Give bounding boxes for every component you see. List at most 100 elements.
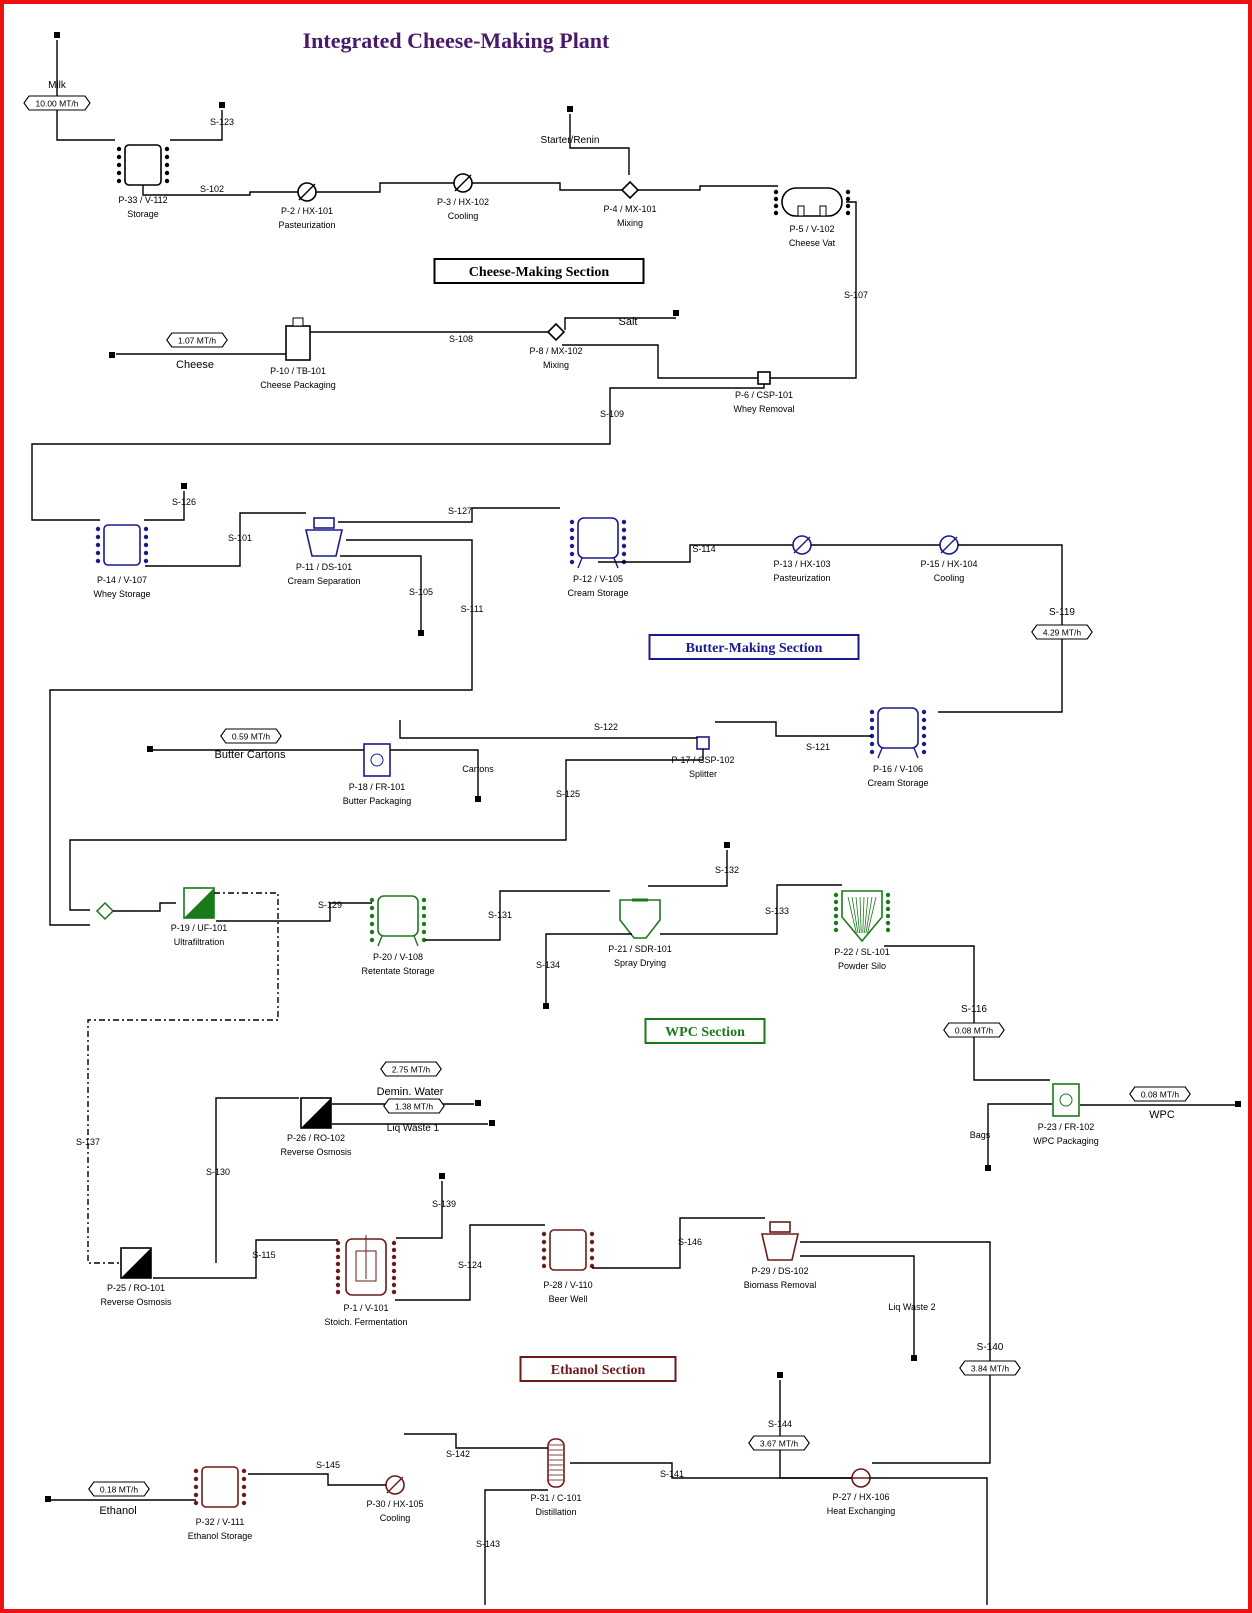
- terminal-icon: [439, 1173, 445, 1179]
- product-label: Ethanol: [99, 1505, 136, 1517]
- unit-filler-icon[interactable]: [363, 743, 391, 777]
- unit-id: P-32 / V-111: [196, 1517, 245, 1527]
- product-label: Demin. Water: [377, 1086, 444, 1098]
- section-label: Butter-Making Section: [686, 641, 823, 656]
- unit-membrane-icon[interactable]: [183, 887, 215, 919]
- flow-tag-text: 2.75 MT/h: [392, 1065, 431, 1075]
- unit-name: Pasteurization: [773, 573, 830, 583]
- stream-label: S-109: [600, 409, 624, 419]
- unit-name: Reverse Osmosis: [100, 1297, 172, 1307]
- product-flow-tag: 0.18 MT/h: [88, 1481, 150, 1497]
- unit-membrane-icon[interactable]: [120, 1247, 152, 1279]
- unit-name: Pasteurization: [278, 220, 335, 230]
- milk-flow-tag: 10.00 MT/h: [23, 95, 91, 111]
- unit-hx-icon[interactable]: [297, 182, 317, 202]
- section-box: [433, 258, 645, 284]
- flow-tag-text: 0.08 MT/h: [1141, 1090, 1180, 1100]
- unit-tank-icon[interactable]: [124, 144, 162, 186]
- terminal-icon: [475, 1100, 481, 1106]
- stream-label: S-119: [1049, 607, 1075, 618]
- stream-line: [69, 749, 704, 911]
- stream-line: [145, 512, 306, 567]
- stream-label: S-116: [961, 1004, 987, 1015]
- stream-label: S-131: [488, 910, 512, 920]
- stream-label: S-127: [448, 506, 472, 516]
- stream-line: [395, 1224, 545, 1301]
- unit-mixer-icon[interactable]: [620, 180, 640, 200]
- flow-tag-text: 0.08 MT/h: [955, 1026, 994, 1036]
- unit-centrifuge-icon[interactable]: [760, 1221, 800, 1261]
- product-label: Liq Waste 1: [387, 1123, 440, 1134]
- unit-name: Powder Silo: [838, 961, 886, 971]
- unit-name: Cream Storage: [867, 778, 928, 788]
- unit-tank-icon[interactable]: [549, 1229, 587, 1271]
- unit-silo-icon[interactable]: [841, 890, 883, 943]
- stream-label: S-115: [252, 1250, 275, 1260]
- unit-id: P-12 / V-105: [573, 574, 623, 584]
- unit-name: Mixing: [617, 218, 643, 228]
- unit-id: P-29 / DS-102: [751, 1266, 808, 1276]
- unit-mixer-icon[interactable]: [546, 322, 566, 342]
- s116-flow-tag: 0.08 MT/h: [943, 1022, 1005, 1038]
- stream-line: [49, 539, 473, 926]
- unit-name: Spray Drying: [614, 958, 666, 968]
- stream-line: [425, 890, 610, 941]
- stream-label: S-143: [476, 1539, 500, 1549]
- stream-line: [216, 902, 372, 922]
- stream-line: [638, 185, 778, 191]
- stream-line: [87, 892, 279, 1264]
- unit-dryer-icon[interactable]: [619, 898, 661, 939]
- unit-hx-icon[interactable]: [792, 535, 812, 555]
- unit-name: Cooling: [448, 211, 479, 221]
- stream-label: S-107: [844, 290, 868, 300]
- unit-filler-icon[interactable]: [1052, 1083, 1080, 1117]
- unit-name: Biomass Removal: [744, 1280, 817, 1290]
- unit-tankleg-icon[interactable]: [877, 707, 919, 759]
- unit-membrane-icon[interactable]: [300, 1097, 332, 1129]
- unit-hx-icon[interactable]: [453, 173, 473, 193]
- unit-vat-icon[interactable]: [781, 187, 843, 217]
- unit-packager-icon[interactable]: [285, 317, 311, 361]
- product-label: Butter Cartons: [215, 749, 286, 761]
- unit-centrifuge-icon[interactable]: [304, 517, 344, 557]
- flow-tag-text: 4.29 MT/h: [1043, 628, 1082, 638]
- feed-label: Salt: [619, 316, 638, 328]
- stream-label: S-124: [458, 1260, 482, 1270]
- unit-tank-icon[interactable]: [103, 524, 141, 566]
- unit-name: Ultrafiltration: [174, 937, 225, 947]
- flow-tag-text: 1.38 MT/h: [395, 1102, 434, 1112]
- unit-hx-icon[interactable]: [385, 1475, 405, 1495]
- unit-id: P-14 / V-107: [97, 575, 147, 585]
- unit-hx-icon[interactable]: [939, 535, 959, 555]
- unit-name: Retentate Storage: [361, 966, 434, 976]
- unit-tankleg-icon[interactable]: [377, 895, 419, 947]
- stream-label: S-122: [594, 722, 618, 732]
- unit-tank-icon[interactable]: [201, 1466, 239, 1508]
- stream-line: [770, 201, 857, 379]
- stream-line: [215, 1097, 299, 1263]
- unit-tankleg-icon[interactable]: [577, 517, 619, 569]
- unit-column-icon[interactable]: [547, 1438, 565, 1488]
- unit-id: P-2 / HX-101: [281, 206, 333, 216]
- unit-fermenter-icon[interactable]: [345, 1235, 387, 1296]
- unit-name: Heat Exchanging: [827, 1506, 896, 1516]
- unit-id: P-16 / V-106: [873, 764, 923, 774]
- unit-name: Cooling: [380, 1513, 411, 1523]
- unit-splitter-icon[interactable]: [757, 371, 771, 385]
- unit-id: P-28 / V-110: [543, 1280, 592, 1290]
- section-label: Ethanol Section: [551, 1363, 646, 1378]
- stream-label: S-125: [556, 789, 580, 799]
- stream-line: [340, 555, 422, 630]
- terminal-icon: [724, 842, 730, 848]
- unit-name: Whey Removal: [733, 404, 794, 414]
- stream-label: S-130: [206, 1167, 230, 1177]
- flow-tag-text: 0.18 MT/h: [100, 1485, 139, 1495]
- stream-label: S-129: [318, 900, 342, 910]
- unit-name: Whey Storage: [93, 589, 150, 599]
- stream-line: [113, 902, 176, 912]
- unit-hx2-icon[interactable]: [851, 1468, 871, 1488]
- stream-label: S-126: [172, 497, 196, 507]
- unit-name: Ethanol Storage: [188, 1531, 253, 1541]
- unit-splitter-icon[interactable]: [696, 736, 710, 750]
- stream-label: S-145: [316, 1460, 340, 1470]
